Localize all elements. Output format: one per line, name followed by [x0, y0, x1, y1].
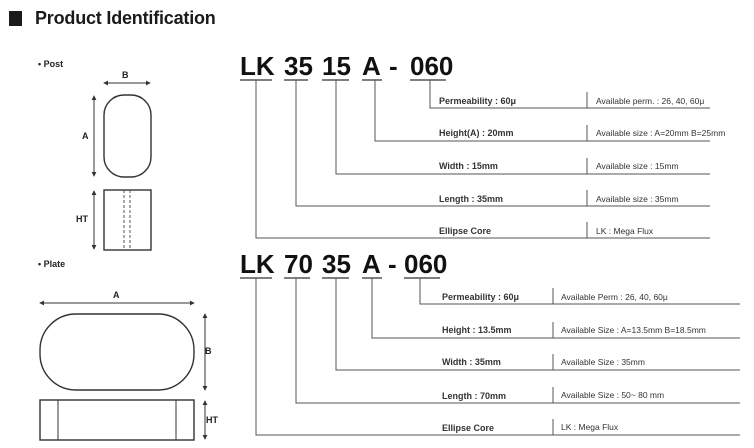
- plate-leader-lines: [255, 278, 740, 436]
- plate-side-view: [39, 399, 195, 441]
- post-row-core-avail: LK : Mega Flux: [596, 226, 654, 236]
- post-row-width-avail: Available size : 15mm: [596, 161, 679, 171]
- post-code-series: LK: [240, 51, 275, 81]
- post-dim-a: A: [82, 131, 89, 141]
- plate-dim-a: A: [113, 290, 120, 300]
- post-code-width: 15: [322, 51, 351, 81]
- post-code-height: A: [362, 51, 381, 81]
- plate-top-view: [39, 313, 195, 391]
- post-row-height-label: Height(A) : 20mm: [439, 128, 514, 138]
- post-section-label: • Post: [38, 59, 64, 69]
- title-marker: [9, 11, 22, 26]
- plate-dim-b: B: [205, 346, 212, 356]
- plate-row-width-avail: Available Size : 35mm: [561, 357, 645, 367]
- post-dim-b: B: [122, 70, 129, 80]
- post-dim-ht: HT: [76, 214, 88, 224]
- plate-row-core-avail: LK : Mega Flux: [561, 422, 619, 432]
- post-row-length-label: Length : 35mm: [439, 194, 504, 204]
- post-leader-lines: [255, 80, 710, 239]
- plate-code-perm: 060: [404, 249, 448, 279]
- plate-row-perm-label: Permeability : 60μ: [442, 292, 520, 302]
- plate-row-core-label: Ellipse Core: [442, 423, 495, 433]
- plate-row-length-label: Length : 70mm: [442, 391, 507, 401]
- post-side-view: [103, 189, 152, 251]
- plate-section-label: • Plate: [38, 259, 66, 269]
- plate-code-length: 70: [284, 249, 313, 279]
- post-row-perm-label: Permeability : 60μ: [439, 96, 517, 106]
- post-code-length: 35: [284, 51, 313, 81]
- page-title: Product Identification: [35, 8, 216, 28]
- plate-code-dash: -: [388, 249, 397, 279]
- post-row-height-avail: Available size : A=20mm B=25mm: [596, 128, 726, 138]
- post-row-width-label: Width : 15mm: [439, 161, 498, 171]
- plate-code-series: LK: [240, 249, 275, 279]
- plate-row-width-label: Width : 35mm: [442, 357, 501, 367]
- plate-row-perm-avail: Available Perm : 26, 40, 60μ: [561, 292, 668, 302]
- post-row-length-avail: Available size : 35mm: [596, 194, 679, 204]
- plate-dim-ht: HT: [206, 415, 218, 425]
- plate-row-height-avail: Available Size : A=13.5mm B=18.5mm: [561, 325, 706, 335]
- post-row-core-label: Ellipse Core: [439, 226, 492, 236]
- post-row-perm-avail: Available perm. : 26, 40, 60μ: [596, 96, 705, 106]
- plate-code-width: 35: [322, 249, 351, 279]
- plate-row-height-label: Height : 13.5mm: [442, 325, 512, 335]
- post-code-perm: 060: [410, 51, 454, 81]
- plate-row-length-avail: Available Size : 50~ 80 mm: [561, 390, 665, 400]
- post-code-dash: -: [389, 51, 398, 81]
- post-top-view: [103, 94, 152, 178]
- plate-code-height: A: [362, 249, 381, 279]
